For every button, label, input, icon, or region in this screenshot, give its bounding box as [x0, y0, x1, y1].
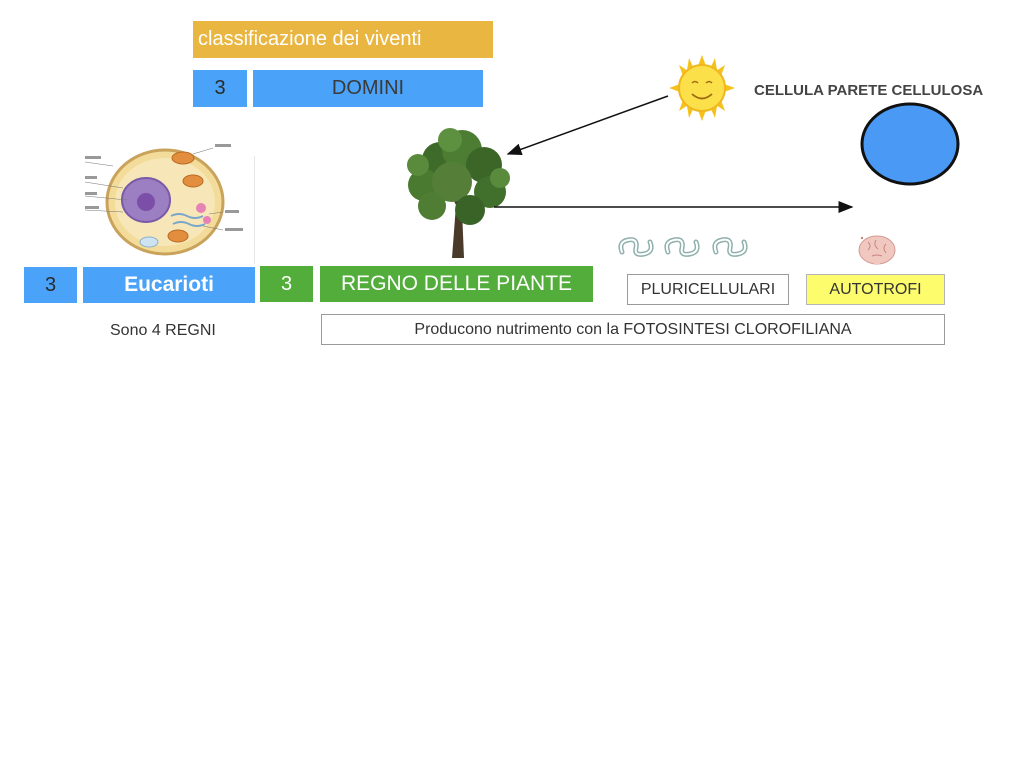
eucarioti-label: Eucarioti: [124, 273, 214, 296]
eucarioti-box: Eucarioti: [83, 267, 255, 303]
autotrofi-box: AUTOTROFI: [806, 274, 945, 305]
sun-icon: [669, 55, 735, 121]
fotosintesi-box: Producono nutrimento con la FOTOSINTESI …: [321, 314, 945, 345]
pluricellulari-label: PLURICELLULARI: [640, 280, 776, 298]
pluricellulari-box: PLURICELLULARI: [627, 274, 789, 305]
eucarioti-number-box: 3: [24, 267, 77, 303]
sono-regni-text: Sono 4 REGNI: [110, 322, 216, 339]
domini-box: DOMINI: [253, 70, 483, 107]
title-box: classificazione dei viventi: [193, 21, 493, 58]
title-text: classificazione dei viventi: [198, 28, 422, 50]
brain-icon: [858, 235, 896, 265]
domini-number: 3: [214, 77, 226, 99]
regno-box: REGNO DELLE PIANTE: [320, 266, 593, 302]
cell-circle: [860, 102, 960, 186]
domini-number-box: 3: [193, 70, 247, 107]
fotosintesi-text: Producono nutrimento con la FOTOSINTESI …: [414, 320, 852, 338]
eucarioti-number: 3: [44, 273, 57, 296]
regno-label: REGNO DELLE PIANTE: [340, 272, 573, 295]
tree-icon: [407, 128, 510, 258]
cellula-parete-label: CELLULA PARETE CELLULOSA: [754, 82, 984, 99]
eukaryotic-cell-image: [83, 136, 256, 264]
sun-to-tree-arrow: [506, 95, 669, 156]
regno-number-box: 3: [260, 266, 313, 302]
regno-number: 3: [280, 272, 293, 295]
domini-label: DOMINI: [331, 77, 405, 99]
autotrofi-label: AUTOTROFI: [829, 280, 922, 298]
